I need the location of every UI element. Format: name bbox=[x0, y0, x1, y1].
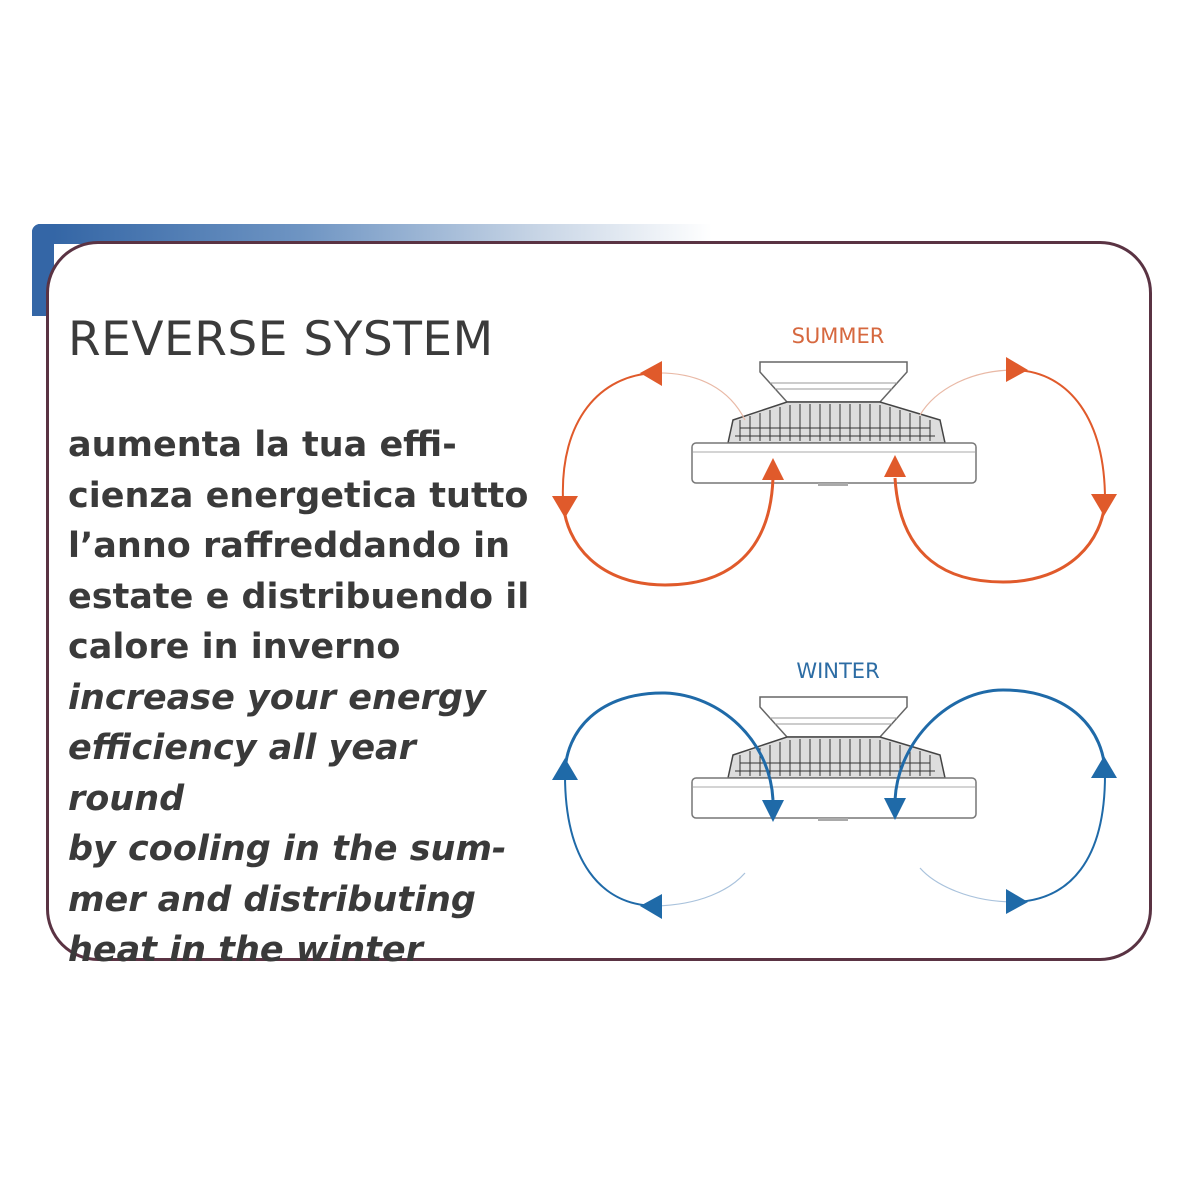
desc-en-line: by cooling in the sum- bbox=[68, 829, 507, 869]
winter-label: WINTER bbox=[796, 659, 880, 683]
desc-it-line: cienza energetica tutto bbox=[68, 475, 529, 516]
winter-fan-icon bbox=[691, 696, 977, 822]
page-title: REVERSE SYSTEM bbox=[68, 312, 494, 367]
summer-fan-icon bbox=[691, 361, 977, 487]
desc-it-line: aumenta la tua effi- bbox=[68, 425, 457, 465]
summer-label: SUMMER bbox=[791, 324, 885, 348]
desc-it-line: l’anno raffreddando in bbox=[68, 526, 511, 566]
desc-en-line: heat in the winter bbox=[68, 930, 423, 970]
desc-it-line: estate e distribuendo il bbox=[68, 576, 530, 617]
winter-airflow-arrows bbox=[563, 688, 1107, 907]
summer-arrowheads bbox=[552, 357, 1117, 518]
desc-it-line: calore in inverno bbox=[68, 627, 401, 667]
desc-en-line: increase your energy bbox=[68, 677, 486, 718]
summer-airflow-arrows bbox=[561, 369, 1107, 587]
winter-arrowheads bbox=[552, 756, 1117, 919]
header-gradient-bar bbox=[32, 224, 712, 244]
desc-en-line: efficiency all year round bbox=[68, 728, 416, 819]
info-card bbox=[46, 241, 1152, 961]
description: aumenta la tua effi- cienza energetica t… bbox=[68, 420, 538, 976]
desc-en-line: mer and distributing bbox=[68, 879, 476, 920]
